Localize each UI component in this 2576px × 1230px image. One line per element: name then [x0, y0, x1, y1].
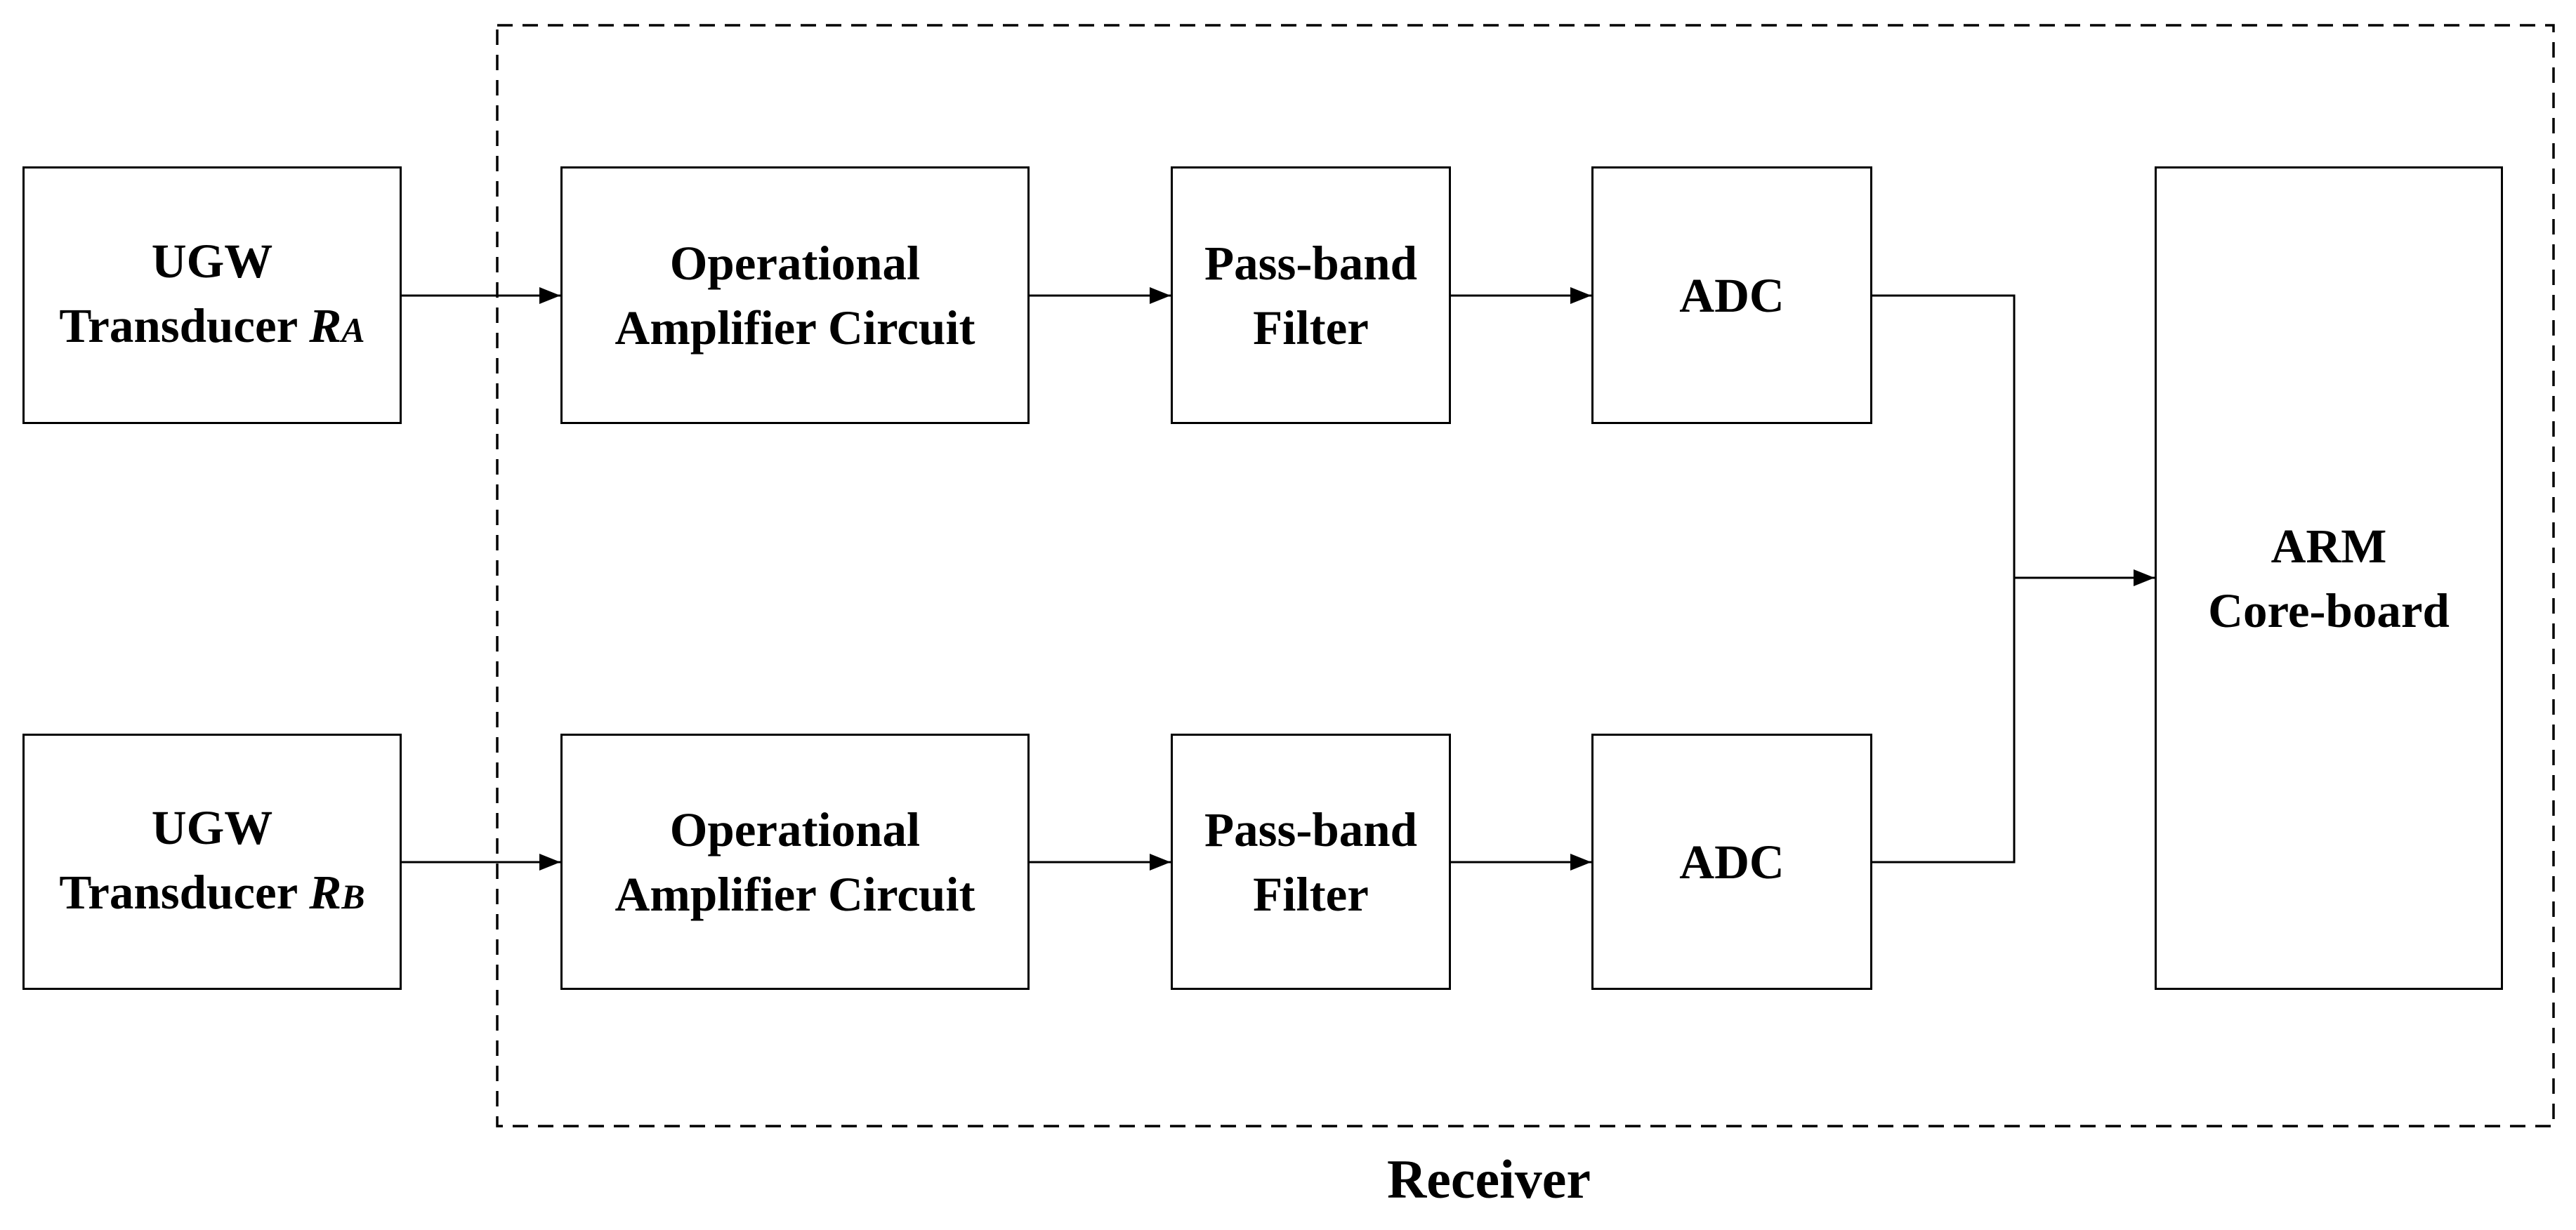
filter-a-line2: Filter [1253, 300, 1369, 355]
amplifier-b-line1: Operational [669, 802, 921, 857]
adc-a-label: ADC [1679, 268, 1785, 322]
amplifier-a-line2: Amplifier Circuit [615, 300, 975, 355]
receiver-label: Receiver [1386, 1149, 1591, 1210]
amplifier-a-box: Operational Amplifier Circuit [560, 166, 1030, 424]
amplifier-b-line2: Amplifier Circuit [615, 867, 975, 921]
transducer-b-line1: UGW [151, 800, 273, 854]
transducer-a-symbol: R [309, 298, 342, 352]
receiver-boundary [496, 24, 2555, 1128]
transducer-a-box: UGW Transducer RA [22, 166, 402, 424]
filter-b-line1: Pass-band [1204, 802, 1417, 857]
transducer-b-box: UGW Transducer RB [22, 734, 402, 990]
transducer-a-line2: Transducer RA [59, 293, 364, 362]
transducer-a-subscript: A [341, 310, 365, 350]
adc-b-box: ADC [1591, 734, 1872, 990]
amplifier-b-box: Operational Amplifier Circuit [560, 734, 1030, 990]
filter-a-box: Pass-band Filter [1171, 166, 1451, 424]
filter-b-line2: Filter [1253, 867, 1369, 921]
transducer-a-prefix: Transducer [59, 298, 310, 352]
transducer-b-line2: Transducer RB [59, 860, 364, 929]
adc-a-box: ADC [1591, 166, 1872, 424]
connector-adc-a-to-junction [1872, 294, 2016, 864]
transducer-b-prefix: Transducer [59, 865, 310, 919]
adc-b-label: ADC [1679, 835, 1785, 889]
filter-a-line1: Pass-band [1204, 236, 1417, 290]
filter-b-box: Pass-band Filter [1171, 734, 1451, 990]
amplifier-a-line1: Operational [669, 236, 921, 290]
arm-line2: Core-board [2208, 583, 2450, 637]
transducer-b-symbol: R [309, 865, 342, 919]
arm-core-board-box: ARM Core-board [2155, 166, 2503, 990]
transducer-b-subscript: B [341, 876, 365, 916]
transducer-a-line1: UGW [151, 234, 273, 288]
arm-line1: ARM [2271, 519, 2387, 573]
